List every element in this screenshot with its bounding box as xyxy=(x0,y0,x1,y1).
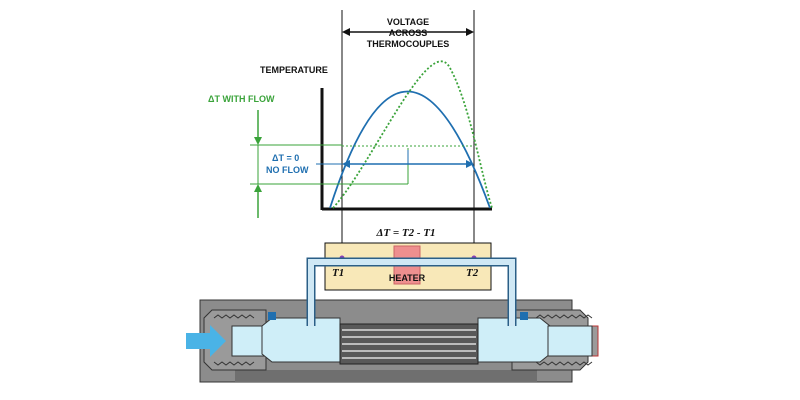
outlet-threads xyxy=(535,314,593,366)
temperature-axis-label: TEMPERATURE xyxy=(260,65,328,75)
flow-inlet-arrow xyxy=(186,325,226,357)
t2-label: T2 xyxy=(466,267,479,279)
temperature-graph: VOLTAGE ACROSS THERMOCOUPLES TEMPERATURE… xyxy=(208,10,493,258)
outlet-port xyxy=(547,325,593,357)
dt-with-flow-label: ΔT WITH FLOW xyxy=(208,94,275,104)
inlet-threads xyxy=(213,314,255,366)
no-flow-arrowhead-right xyxy=(466,160,474,168)
voltage-label-line2: ACROSS xyxy=(389,28,428,38)
delta-t-formula: ΔT = T2 - T1 xyxy=(376,227,436,239)
inlet-cavity xyxy=(261,317,341,363)
dt-flow-arrowhead-up xyxy=(254,184,262,192)
dt-zero-label: ΔT = 0 xyxy=(272,153,299,163)
voltage-arrowhead-right xyxy=(466,28,474,36)
heater-label: HEATER xyxy=(389,273,426,283)
no-flow-curve xyxy=(329,90,491,209)
dt-flow-arrowhead-down xyxy=(254,137,262,145)
with-flow-curve xyxy=(332,60,493,209)
outlet-seal xyxy=(520,312,528,320)
no-flow-arrowhead-left xyxy=(342,160,350,168)
housing-lower-step xyxy=(235,370,537,382)
sensor-tube-inner xyxy=(308,259,515,326)
no-flow-label: NO FLOW xyxy=(266,165,309,175)
inlet-seal xyxy=(268,312,276,320)
voltage-label-line1: VOLTAGE xyxy=(387,17,429,27)
voltage-label-line3: THERMOCOUPLES xyxy=(367,39,450,49)
t1-label: T1 xyxy=(332,267,344,279)
sensor-assembly: T1 T2 HEATER xyxy=(186,242,599,383)
voltage-arrowhead-left xyxy=(342,28,350,36)
